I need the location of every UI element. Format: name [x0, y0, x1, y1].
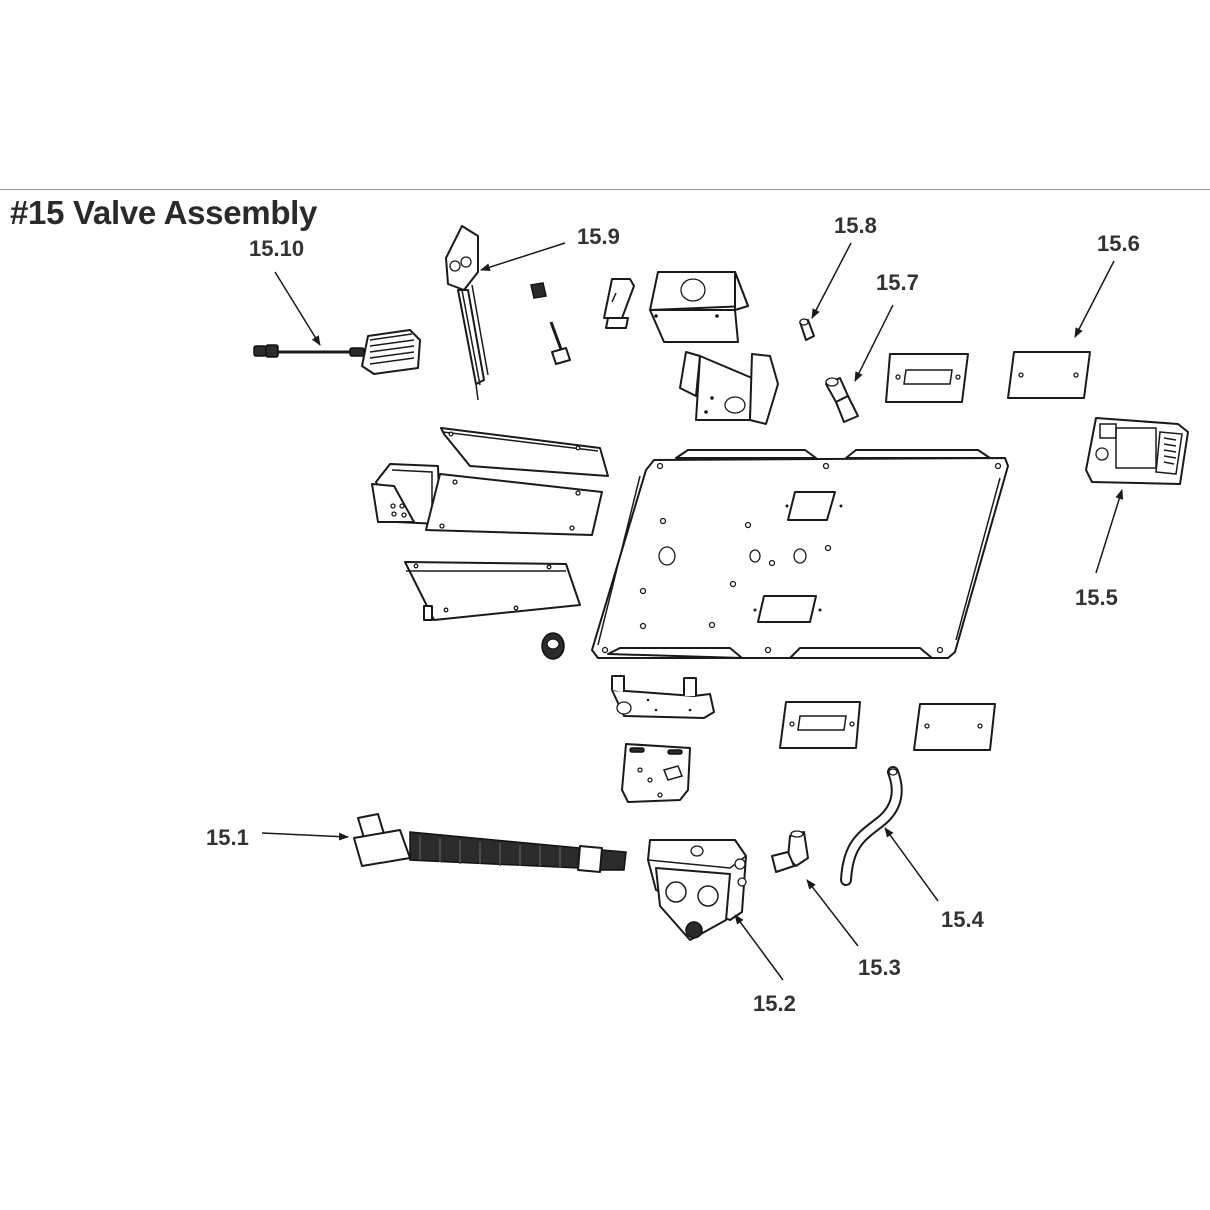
callout-15-5: 15.5 — [1075, 585, 1118, 610]
part-15-6-cover-plate[interactable] — [1007, 351, 1091, 399]
page-title: #15 Valve Assembly — [10, 194, 318, 231]
part-base-plate[interactable] — [591, 449, 1009, 659]
callout-15-7: 15.7 — [876, 270, 919, 295]
part-cover-plate-lower[interactable] — [913, 703, 996, 751]
callout-15-9: 15.9 — [577, 224, 620, 249]
callout-15-10: 15.10 — [249, 236, 305, 261]
leader-15-9 — [480, 242, 566, 272]
leader-15-10 — [274, 271, 321, 346]
leader-15-8 — [811, 242, 852, 319]
part-15-10-wire-harness-module[interactable] — [253, 329, 421, 375]
leader-15-7 — [854, 304, 894, 382]
part-15-7-compression-fitting[interactable] — [825, 377, 859, 423]
part-u-bracket-box[interactable] — [679, 351, 779, 425]
leader-15-6 — [1074, 260, 1115, 338]
part-15-8-cap-fitting[interactable] — [799, 318, 815, 341]
part-grommet-small[interactable] — [530, 282, 547, 299]
callout-15-1: 15.1 — [206, 825, 249, 850]
leader-15-4 — [884, 827, 939, 902]
leader-15-1 — [261, 832, 349, 841]
callout-15-4: 15.4 — [941, 907, 984, 932]
part-clip-bracket[interactable] — [603, 278, 635, 329]
callout-15-3: 15.3 — [858, 955, 901, 980]
part-gasket-plate-upper[interactable] — [885, 353, 969, 403]
part-mounting-bracket-box[interactable] — [371, 463, 441, 525]
part-valve-bracket-upper[interactable] — [611, 675, 715, 719]
leader-15-2 — [734, 914, 784, 981]
part-side-rail-upper[interactable] — [440, 427, 609, 477]
leader-15-5 — [1095, 489, 1124, 574]
part-side-rail-lower[interactable] — [404, 561, 581, 621]
part-electrode-pin[interactable] — [549, 321, 571, 365]
part-gasket-plate-lower[interactable] — [779, 701, 861, 749]
part-15-3-elbow-fitting[interactable] — [771, 830, 809, 873]
callout-15-6: 15.6 — [1097, 231, 1140, 256]
leader-lines — [261, 242, 1124, 981]
part-grommet-large[interactable] — [541, 632, 565, 660]
part-15-4-bent-tube[interactable] — [840, 766, 903, 886]
part-15-2-gas-valve[interactable] — [647, 839, 747, 941]
part-15-9-pilot-assembly[interactable] — [445, 225, 489, 401]
part-15-5-control-module[interactable] — [1085, 417, 1189, 485]
callout-15-8: 15.8 — [834, 213, 877, 238]
leader-15-3 — [806, 879, 859, 947]
part-valve-bracket-lower[interactable] — [621, 743, 691, 803]
part-15-1-flex-connector-shutoff[interactable] — [353, 813, 627, 873]
part-hood-cover[interactable] — [649, 271, 749, 343]
callout-15-2: 15.2 — [753, 991, 796, 1016]
header-divider — [0, 189, 1210, 190]
part-tray-panel[interactable] — [425, 473, 603, 536]
